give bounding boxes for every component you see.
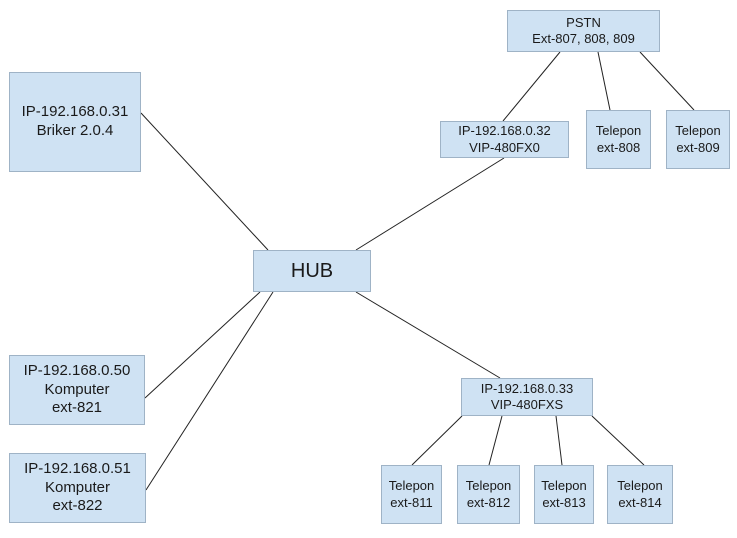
node-pc822-line-1: IP-192.168.0.51 <box>24 459 131 477</box>
link-pc822-hub <box>145 291 274 491</box>
node-pstn-line-1: PSTN <box>566 14 601 30</box>
node-tel813-line-2: ext-813 <box>542 494 586 510</box>
link-pstn-fxo <box>502 51 561 122</box>
node-fxo-line-2: VIP-480FX0 <box>469 139 540 155</box>
node-tel814-line-2: ext-814 <box>618 494 662 510</box>
node-vip-fxo: IP-192.168.0.32 VIP-480FX0 <box>440 121 569 158</box>
node-briker-server: IP-192.168.0.31 Briker 2.0.4 <box>9 72 141 172</box>
node-fxs-line-1: IP-192.168.0.33 <box>480 380 574 396</box>
node-telepon-812: Telepon ext-812 <box>457 465 520 524</box>
link-fxs-tel811 <box>411 415 463 466</box>
node-pc822-line-3: ext-822 <box>52 497 103 515</box>
node-komputer-821: IP-192.168.0.50 Komputer ext-821 <box>9 355 145 425</box>
node-pc821-line-1: IP-192.168.0.50 <box>23 361 131 379</box>
node-pc821-line-2: Komputer <box>44 380 110 398</box>
node-fxo-line-1: IP-192.168.0.32 <box>458 123 551 139</box>
node-tel814-line-1: Telepon <box>617 478 663 494</box>
node-tel811-line-1: Telepon <box>388 478 435 494</box>
node-pc822-line-2: Komputer <box>44 478 111 496</box>
node-pstn-line-2: Ext-807, 808, 809 <box>532 31 635 46</box>
node-briker-line-2: Briker 2.0.4 <box>36 122 114 139</box>
node-tel808-line-2: ext-808 <box>596 139 641 155</box>
link-pstn-tel809 <box>639 51 695 111</box>
link-fxo-hub <box>355 157 505 251</box>
node-tel809-line-2: ext-809 <box>676 139 720 155</box>
node-tel808-line-1: Telepon <box>595 123 642 139</box>
node-tel812-line-2: ext-812 <box>466 494 511 510</box>
node-telepon-808: Telepon ext-808 <box>586 110 651 169</box>
node-telepon-814: Telepon ext-814 <box>607 465 673 524</box>
node-tel812-line-1: Telepon <box>465 478 512 494</box>
node-tel811-line-2: ext-811 <box>390 494 433 510</box>
link-pc821-hub <box>144 291 261 399</box>
node-hub-label: HUB <box>290 259 334 282</box>
node-tel809-line-1: Telepon <box>675 123 721 139</box>
link-fxs-hub <box>355 291 501 379</box>
node-telepon-811: Telepon ext-811 <box>381 465 442 524</box>
link-fxs-tel814 <box>591 415 645 466</box>
link-briker-hub <box>140 112 269 251</box>
link-pstn-tel808 <box>597 51 611 111</box>
link-fxs-tel812 <box>488 415 503 466</box>
node-vip-fxs: IP-192.168.0.33 VIP-480FXS <box>461 378 593 416</box>
node-briker-line-1: IP-192.168.0.31 <box>21 103 129 121</box>
node-pstn: PSTN Ext-807, 808, 809 <box>507 10 660 52</box>
node-fxs-line-2: VIP-480FXS <box>490 397 564 412</box>
link-fxs-tel813 <box>555 415 563 466</box>
node-hub: HUB <box>253 250 371 292</box>
node-pc821-line-3: ext-821 <box>51 399 103 417</box>
node-komputer-822: IP-192.168.0.51 Komputer ext-822 <box>9 453 146 523</box>
node-telepon-813: Telepon ext-813 <box>534 465 594 524</box>
node-tel813-line-1: Telepon <box>541 478 587 494</box>
node-telepon-809: Telepon ext-809 <box>666 110 730 169</box>
